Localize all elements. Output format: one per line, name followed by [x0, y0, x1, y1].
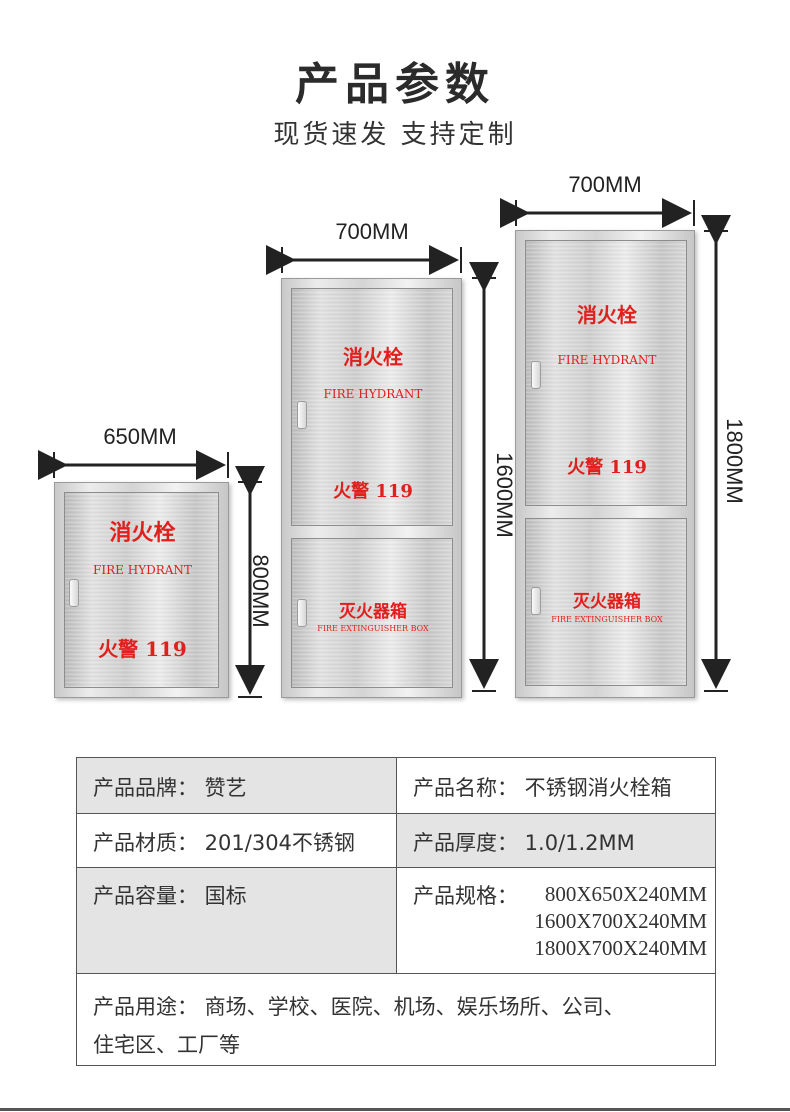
- extinguisher-sign-title: 灭火器箱: [339, 602, 407, 622]
- spec-capacity: 产品容量： 国标: [76, 867, 397, 974]
- spec-size-item: 1800X700X240MM: [534, 936, 707, 960]
- spec-brand: 产品品牌： 赞艺: [76, 757, 397, 814]
- spec-sizes-cell: 产品规格： 800X650X240MM 1600X700X240MM 1800X…: [396, 867, 716, 974]
- hydrant-sign-title: 消火栓: [109, 520, 176, 546]
- door-handle: [531, 587, 541, 615]
- door-handle: [297, 401, 307, 429]
- spec-table: 产品品牌： 赞艺 产品名称： 不锈钢消火栓箱 产品材质： 201/304不锈钢 …: [76, 757, 716, 1066]
- cabinet-1-height-label: 800MM: [248, 554, 273, 628]
- hydrant-sign-english: FIRE HYDRANT: [557, 353, 657, 367]
- hydrant-sign-english: FIRE HYDRANT: [323, 387, 423, 401]
- cabinet-3-height-label: 1800MM: [722, 418, 747, 504]
- hydrant-sign-phone: 火警 119: [567, 457, 647, 478]
- door-handle: [297, 599, 307, 627]
- hydrant-door: 消火栓 FIRE HYDRANT 火警 119: [291, 288, 453, 526]
- cabinet-3-width-label: 700MM: [568, 172, 642, 197]
- hydrant-sign-phone: 火警 119: [98, 637, 187, 661]
- spec-size-item: 1600X700X240MM: [534, 909, 707, 933]
- hydrant-door: 消火栓 FIRE HYDRANT 火警 119: [64, 492, 219, 688]
- spec-size-label: 产品规格：: [413, 884, 518, 908]
- hydrant-sign-english: FIRE HYDRANT: [93, 563, 192, 577]
- spec-thickness: 产品厚度： 1.0/1.2MM: [396, 813, 716, 868]
- spec-name: 产品名称： 不锈钢消火栓箱: [396, 757, 716, 814]
- hydrant-sign-title: 消火栓: [343, 345, 403, 369]
- page-subtitle: 现货速发 支持定制: [273, 120, 517, 150]
- cabinet-1-width-label: 650MM: [103, 424, 177, 449]
- door-handle: [69, 579, 79, 607]
- cabinet-650x800: 消火栓 FIRE HYDRANT 火警 119: [54, 482, 229, 698]
- page-title: 产品参数: [295, 59, 495, 110]
- extinguisher-door: 灭火器箱 FIRE EXTINGUISHER BOX: [525, 518, 687, 686]
- cabinet-700x1600: 消火栓 FIRE HYDRANT 火警 119 灭火器箱 FIRE EXTING…: [281, 278, 462, 698]
- spec-size-list: 800X650X240MM 1600X700X240MM 1800X700X24…: [534, 881, 715, 962]
- extinguisher-sign-english: FIRE EXTINGUISHER BOX: [317, 624, 429, 633]
- extinguisher-sign-title: 灭火器箱: [573, 592, 641, 612]
- extinguisher-sign-english: FIRE EXTINGUISHER BOX: [551, 615, 663, 624]
- door-handle: [531, 361, 541, 389]
- spec-size-item: 800X650X240MM: [544, 882, 707, 906]
- dimension-arrows: [38, 198, 731, 698]
- hydrant-sign-phone: 火警 119: [333, 481, 413, 502]
- cabinet-2-height-label: 1600MM: [492, 452, 517, 538]
- hydrant-door: 消火栓 FIRE HYDRANT 火警 119: [525, 240, 687, 506]
- cabinet-2-width-label: 700MM: [335, 219, 409, 244]
- spec-usage-line: 住宅区、工厂等: [93, 1033, 240, 1057]
- bottom-divider: [0, 1108, 790, 1111]
- spec-usage: 产品用途： 商场、学校、医院、机场、娱乐场所、公司、 住宅区、工厂等: [76, 973, 716, 1066]
- cabinet-700x1800: 消火栓 FIRE HYDRANT 火警 119 灭火器箱 FIRE EXTING…: [515, 230, 695, 698]
- spec-material: 产品材质： 201/304不锈钢: [76, 813, 397, 868]
- spec-usage-line: 产品用途： 商场、学校、医院、机场、娱乐场所、公司、: [93, 995, 625, 1019]
- hydrant-sign-title: 消火栓: [577, 303, 637, 327]
- extinguisher-door: 灭火器箱 FIRE EXTINGUISHER BOX: [291, 538, 453, 688]
